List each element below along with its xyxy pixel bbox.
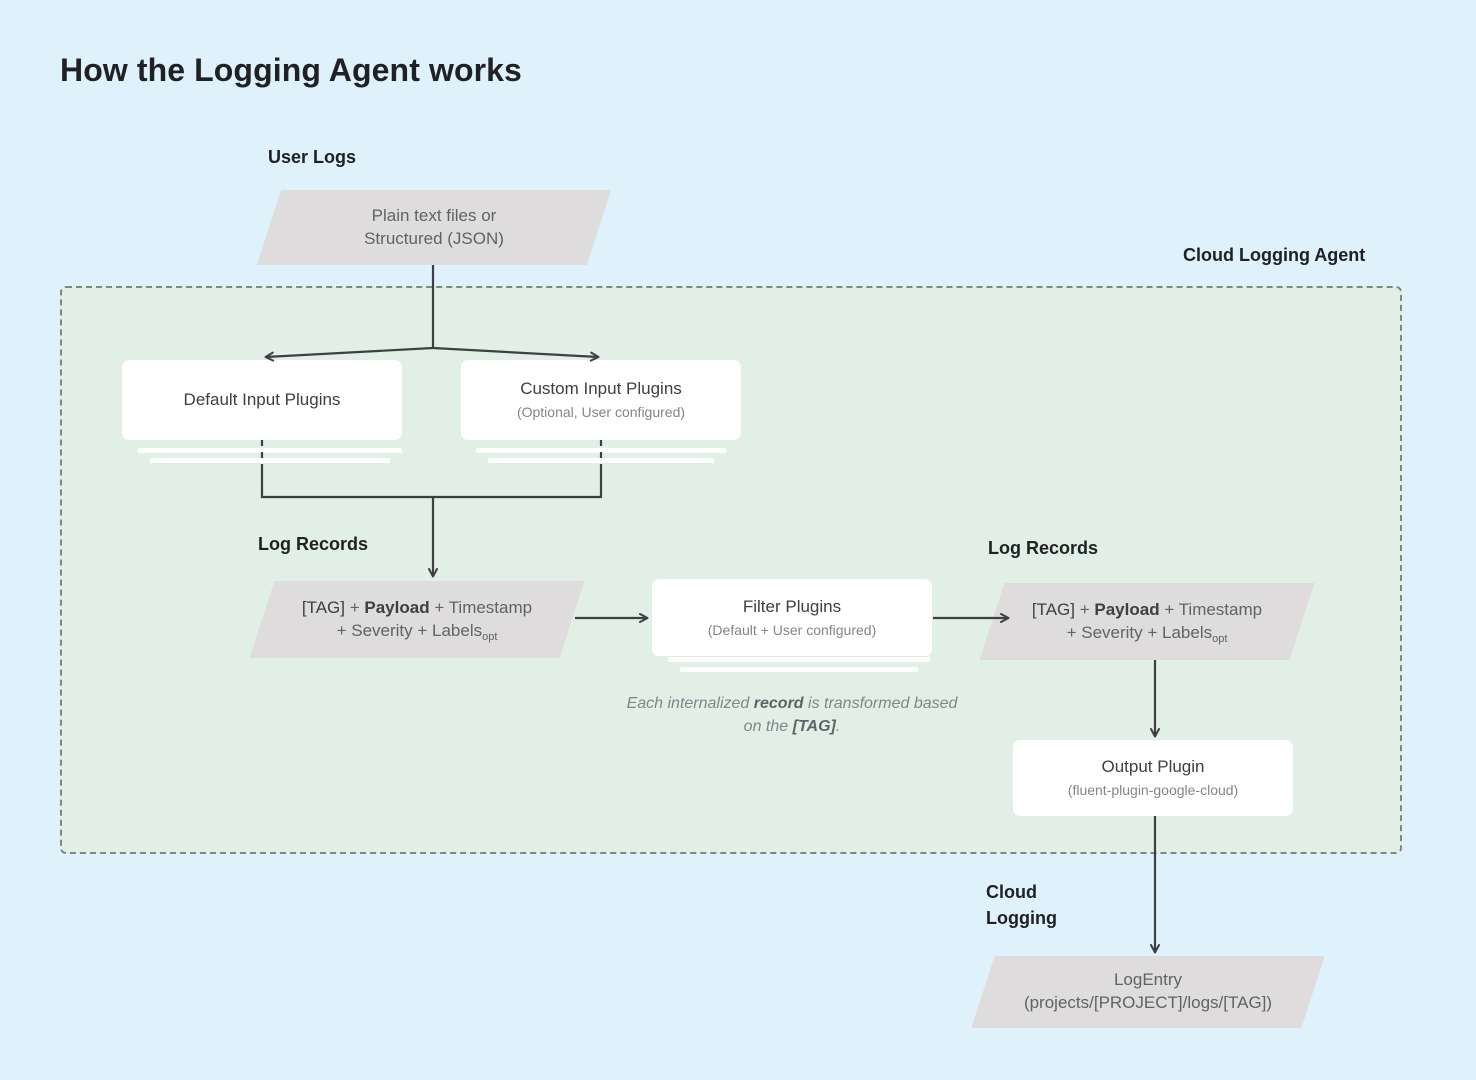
filter-plugins-stack-1 [668, 657, 930, 662]
filter-plugins-caption: Each internalized record is transformed … [622, 693, 962, 738]
user-logs-shape [256, 190, 612, 265]
caption-part-1: Each internalized [626, 695, 754, 712]
log-entry-shape [971, 956, 1325, 1028]
output-plugin-title: Output Plugin [1101, 757, 1205, 777]
custom-input-stack-1 [476, 448, 726, 453]
caption-part-3: . [835, 717, 841, 735]
label-log-records-left: Log Records [258, 534, 369, 554]
label-cloud-logging: Cloud Logging [986, 882, 1057, 929]
custom-input-plugins-subtitle: (Optional, User configured) [516, 404, 686, 421]
default-input-plugins-title: Default Input Plugins [183, 389, 341, 409]
custom-input-plugins-title: Custom Input Plugins [520, 379, 682, 399]
filter-plugins-card[interactable]: Filter Plugins (Default + User configure… [652, 579, 932, 656]
label-user-logs: User Logs [268, 147, 357, 167]
custom-input-stack-2 [488, 458, 714, 463]
default-input-stack-2 [150, 458, 390, 463]
filter-plugins-subtitle: (Default + User configured) [707, 621, 877, 638]
caption-bold-tag: [TAG] [792, 717, 836, 735]
filter-plugins-stack-2 [680, 667, 918, 672]
output-plugin-subtitle: (fluent-plugin-google-cloud) [1067, 782, 1239, 799]
output-plugin-card[interactable]: Output Plugin (fluent-plugin-google-clou… [1013, 740, 1293, 816]
log-record-right-shape [979, 583, 1315, 660]
default-input-stack-1 [138, 448, 402, 453]
default-input-plugins-card[interactable]: Default Input Plugins [122, 360, 402, 440]
custom-input-plugins-card[interactable]: Custom Input Plugins (Optional, User con… [461, 360, 741, 440]
caption-part-2: is transformed based on the [743, 695, 958, 735]
label-log-records-right: Log Records [988, 538, 1099, 558]
log-record-left-shape [249, 581, 585, 658]
page-title: How the Logging Agent works [60, 52, 522, 88]
filter-plugins-title: Filter Plugins [742, 596, 842, 616]
label-cloud-logging-agent: Cloud Logging Agent [1183, 245, 1366, 265]
caption-bold-record: record [753, 695, 804, 712]
